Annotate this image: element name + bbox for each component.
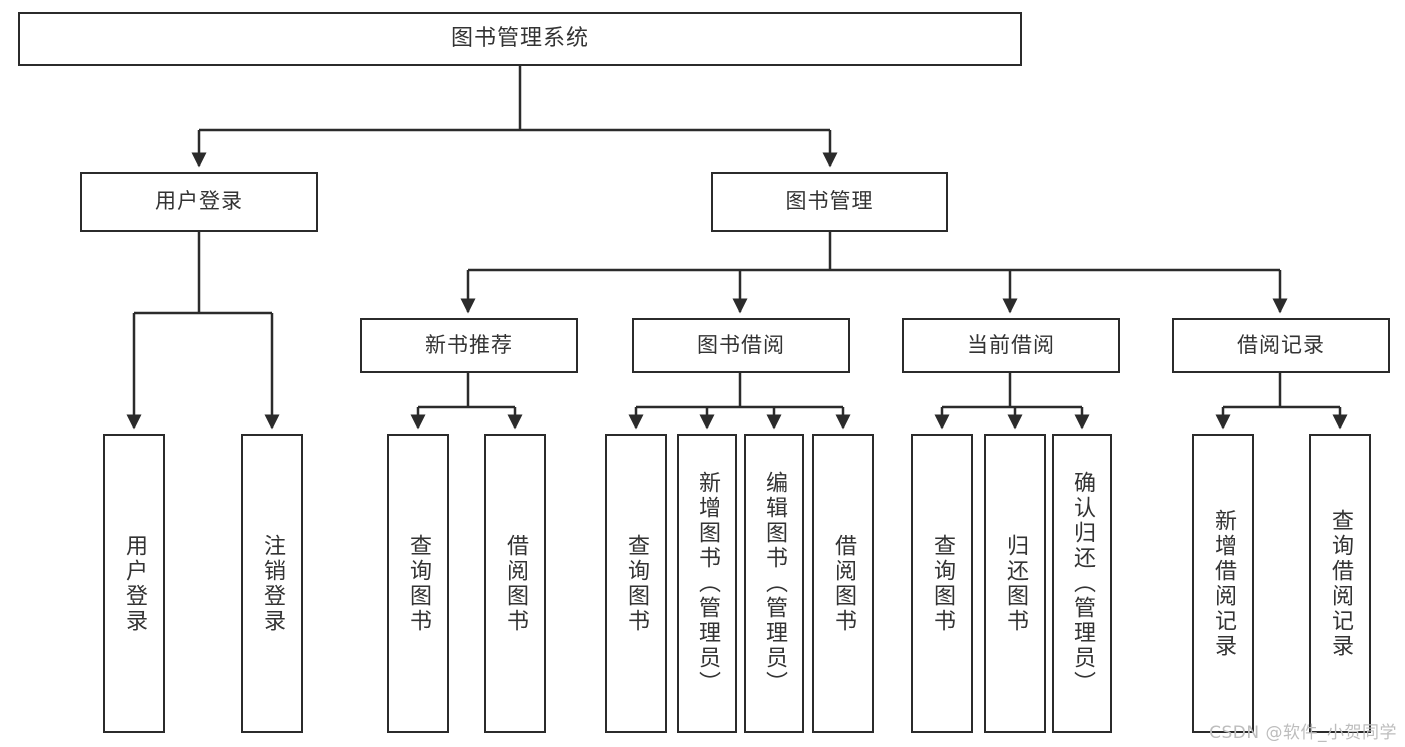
node-book-borrow[interactable]: 图书借阅 bbox=[632, 318, 850, 373]
node-label: 当前借阅 bbox=[967, 332, 1055, 357]
leaf-confirm-return-admin[interactable]: 确认归还（管理员） bbox=[1052, 434, 1112, 733]
node-label: 用户登录 bbox=[121, 533, 147, 634]
node-label: 确认归还（管理员） bbox=[1069, 471, 1095, 696]
leaf-edit-book-admin[interactable]: 编辑图书（管理员） bbox=[744, 434, 804, 733]
node-label: 查询图书 bbox=[623, 533, 649, 634]
node-label: 用户登录 bbox=[155, 189, 243, 214]
leaf-query-book-current[interactable]: 查询图书 bbox=[911, 434, 973, 733]
watermark-text: CSDN @软件_小贺同学 bbox=[1209, 723, 1397, 743]
node-label: 注销登录 bbox=[259, 533, 285, 634]
node-label: 借阅记录 bbox=[1237, 332, 1325, 357]
leaf-return-book[interactable]: 归还图书 bbox=[984, 434, 1046, 733]
leaf-query-borrow-record[interactable]: 查询借阅记录 bbox=[1309, 434, 1371, 733]
node-label: 借阅图书 bbox=[830, 533, 856, 634]
leaf-query-book-recommend[interactable]: 查询图书 bbox=[387, 434, 449, 733]
node-label: 图书借阅 bbox=[697, 332, 785, 357]
node-root-system[interactable]: 图书管理系统 bbox=[18, 12, 1022, 66]
node-current-borrow[interactable]: 当前借阅 bbox=[902, 318, 1120, 373]
node-label: 新书推荐 bbox=[425, 332, 513, 357]
leaf-query-book-borrow[interactable]: 查询图书 bbox=[605, 434, 667, 733]
leaf-logout-login[interactable]: 注销登录 bbox=[241, 434, 303, 733]
node-label: 图书管理 bbox=[785, 189, 874, 214]
node-label: 新增图书（管理员） bbox=[694, 471, 720, 696]
leaf-add-book-admin[interactable]: 新增图书（管理员） bbox=[677, 434, 737, 733]
leaf-user-login[interactable]: 用户登录 bbox=[103, 434, 165, 733]
node-label: 借阅图书 bbox=[502, 533, 528, 634]
leaf-add-borrow-record[interactable]: 新增借阅记录 bbox=[1192, 434, 1254, 733]
leaf-borrow-book-recommend[interactable]: 借阅图书 bbox=[484, 434, 546, 733]
node-new-book-recommend[interactable]: 新书推荐 bbox=[360, 318, 578, 373]
leaf-borrow-book[interactable]: 借阅图书 bbox=[812, 434, 874, 733]
node-label: 归还图书 bbox=[1002, 533, 1028, 634]
node-label: 查询图书 bbox=[405, 533, 431, 634]
node-label: 查询借阅记录 bbox=[1327, 508, 1353, 659]
node-user-login[interactable]: 用户登录 bbox=[80, 172, 318, 232]
node-label: 图书管理系统 bbox=[450, 25, 589, 51]
node-borrow-record[interactable]: 借阅记录 bbox=[1172, 318, 1390, 373]
node-label: 新增借阅记录 bbox=[1210, 508, 1236, 659]
node-book-manage[interactable]: 图书管理 bbox=[711, 172, 948, 232]
node-label: 编辑图书（管理员） bbox=[761, 471, 787, 696]
node-label: 查询图书 bbox=[929, 533, 955, 634]
